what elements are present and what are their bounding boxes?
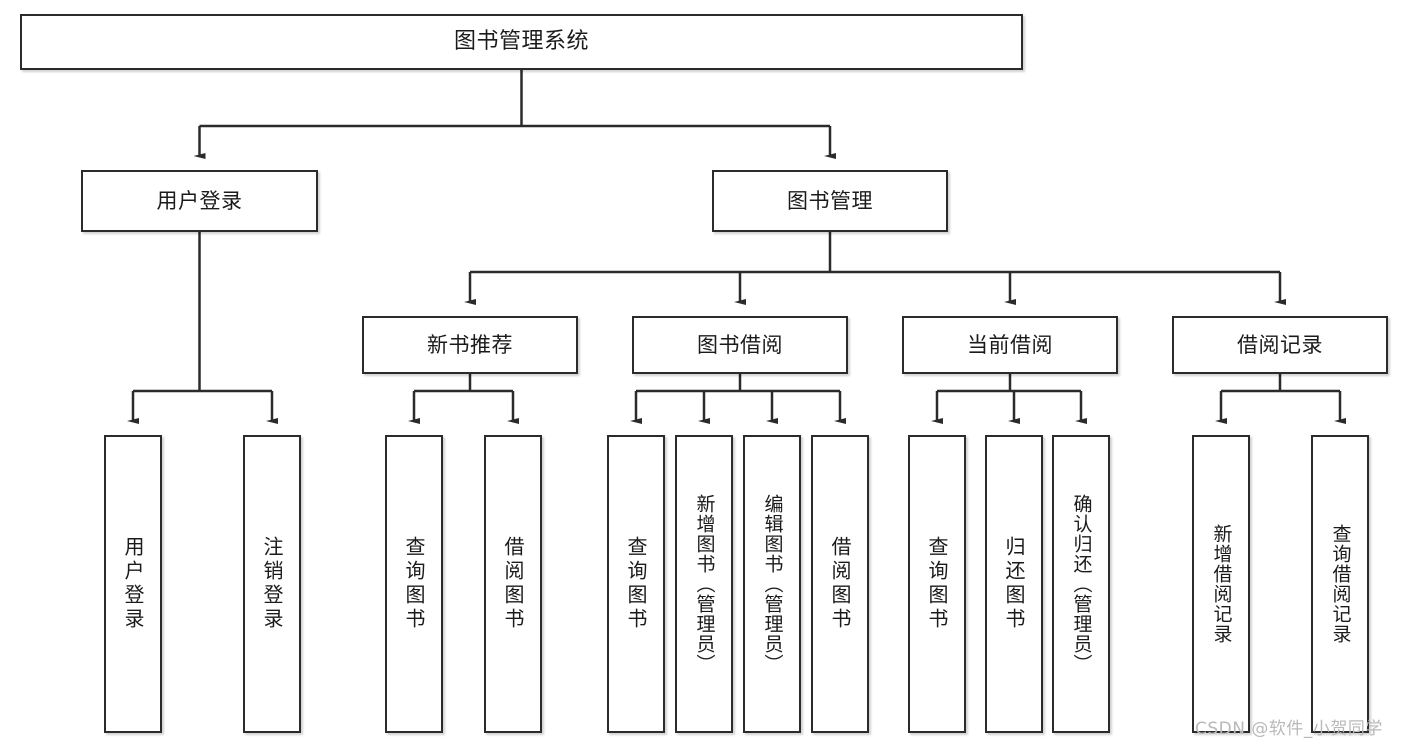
- leaf-add-book[interactable]: 新增图书（管理员）: [675, 435, 733, 733]
- leaf-user-login[interactable]: 用户登录: [104, 435, 162, 733]
- node-label: 查询图书: [402, 536, 426, 632]
- node-label: 查询借阅记录: [1329, 524, 1352, 644]
- leaf-edit-book[interactable]: 编辑图书（管理员）: [743, 435, 801, 733]
- leaf-borrow-book-2[interactable]: 借阅图书: [811, 435, 869, 733]
- node-book-borrow[interactable]: 图书借阅: [632, 316, 848, 374]
- node-label: 编辑图书（管理员）: [761, 494, 784, 674]
- leaf-add-borrow-record[interactable]: 新增借阅记录: [1192, 435, 1250, 733]
- leaf-logout[interactable]: 注销登录: [243, 435, 301, 733]
- node-label: 注销登录: [260, 536, 284, 632]
- node-label: 归还图书: [1002, 536, 1026, 632]
- node-label: 当前借阅: [967, 332, 1053, 357]
- node-label: 新书推荐: [427, 332, 513, 357]
- node-user-login[interactable]: 用户登录: [81, 170, 318, 232]
- node-new-book-recommend[interactable]: 新书推荐: [362, 316, 578, 374]
- node-root[interactable]: 图书管理系统: [20, 14, 1023, 70]
- node-label: 用户登录: [156, 188, 243, 213]
- node-label: 借阅记录: [1237, 332, 1323, 357]
- node-label: 用户登录: [121, 536, 145, 632]
- leaf-borrow-book-1[interactable]: 借阅图书: [484, 435, 542, 733]
- node-label: 查询图书: [624, 536, 648, 632]
- node-label: 新增图书（管理员）: [693, 494, 716, 674]
- node-borrow-record[interactable]: 借阅记录: [1172, 316, 1388, 374]
- node-book-management[interactable]: 图书管理: [712, 170, 948, 232]
- node-label: 图书管理系统: [453, 29, 589, 55]
- node-label: 图书管理: [787, 188, 873, 213]
- node-current-borrow[interactable]: 当前借阅: [902, 316, 1118, 374]
- leaf-query-book-1[interactable]: 查询图书: [385, 435, 443, 733]
- leaf-query-book-3[interactable]: 查询图书: [908, 435, 966, 733]
- leaf-return-book[interactable]: 归还图书: [985, 435, 1043, 733]
- leaf-query-borrow-record[interactable]: 查询借阅记录: [1311, 435, 1369, 733]
- node-label: 借阅图书: [501, 536, 525, 632]
- csdn-watermark: CSDN @软件_小贺同学: [1195, 719, 1383, 739]
- node-label: 查询图书: [925, 536, 949, 632]
- leaf-query-book-2[interactable]: 查询图书: [607, 435, 665, 733]
- leaf-confirm-return[interactable]: 确认归还（管理员）: [1052, 435, 1110, 733]
- node-label: 图书借阅: [697, 332, 783, 357]
- node-label: 新增借阅记录: [1210, 524, 1233, 644]
- node-label: 确认归还（管理员）: [1070, 494, 1093, 674]
- node-label: 借阅图书: [828, 536, 852, 632]
